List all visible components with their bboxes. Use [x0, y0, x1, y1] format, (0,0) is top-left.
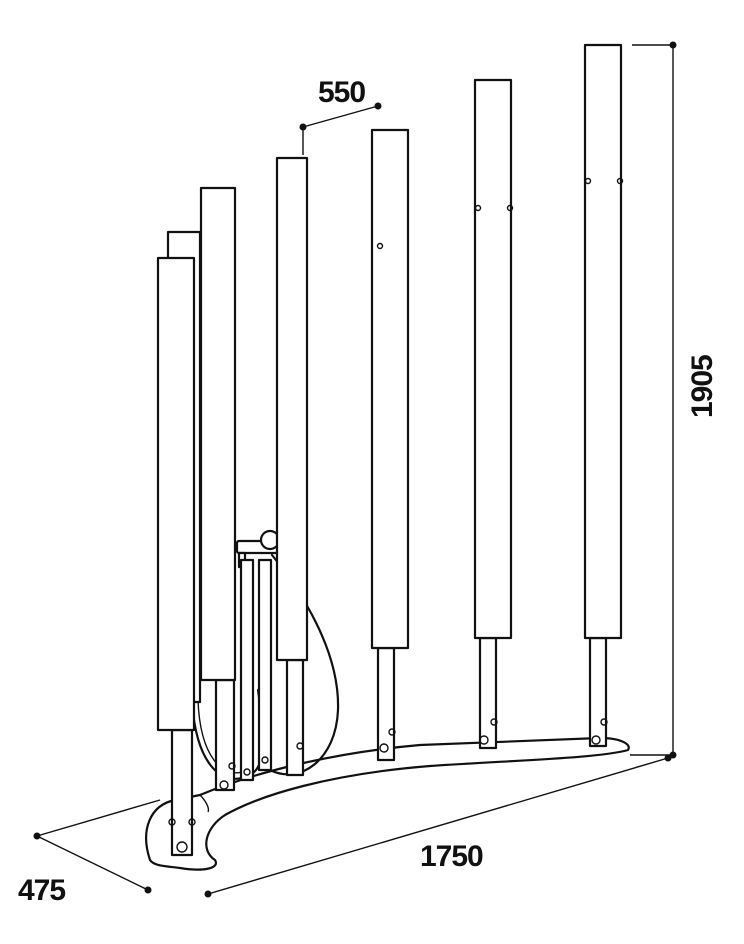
chime-tube-7	[583, 43, 624, 748]
chime-tube-6	[473, 78, 514, 750]
height-dimension: 1905	[630, 41, 719, 759]
striker-post	[239, 558, 273, 782]
depth-dimension: 475	[18, 799, 161, 907]
depth-label: 475	[18, 874, 65, 907]
spacing-dimension: 550	[299, 76, 382, 155]
height-label: 1905	[686, 355, 719, 418]
spacing-label: 550	[318, 76, 365, 109]
length-label: 1750	[420, 840, 483, 873]
length-dimension: 1750	[204, 754, 672, 898]
chime-tube-3	[199, 186, 237, 792]
chime-tube-5	[370, 128, 410, 762]
chime-tube-4	[275, 156, 309, 777]
chime-tube-2	[156, 256, 196, 857]
